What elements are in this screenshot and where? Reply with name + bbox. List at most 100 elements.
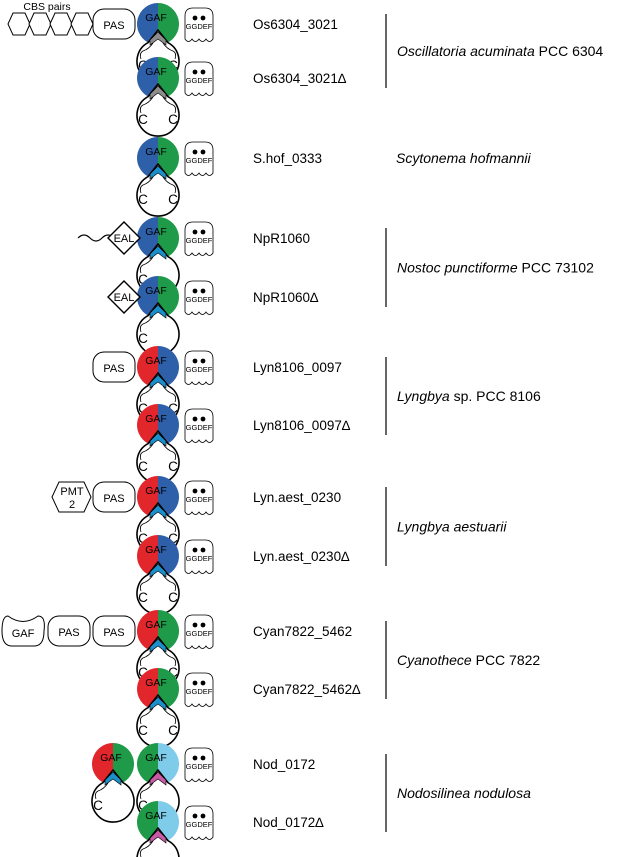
cys-link [162,707,177,725]
organism-name: Nodosilinea nodulosa [397,785,531,801]
ggdef-domain: GGDEF [184,141,214,176]
gaf-right-half [158,276,180,316]
gaf-label: GAF [145,752,167,764]
ggdef-label: GGDEF [186,236,213,245]
ggdef-eye [200,358,206,364]
ggdef-outline [184,350,214,385]
ggdef-eye [200,680,206,686]
organism-genus: Lyngbya [397,388,450,404]
cys-link [139,782,154,800]
cys-label: C [138,665,148,680]
ggdef-domain: GGDEF [184,408,214,443]
gaf-label: GAF [145,12,167,24]
chromophore-icon [104,771,122,786]
cys-link [162,96,177,114]
pas-domain-label: PAS [103,493,124,505]
protein-name: Lyn.aest_0230 [253,490,341,505]
pas-domain-outline [47,615,91,647]
gaf-left-half [136,276,158,316]
pas-domain: PAS [92,8,136,40]
organism-group: Lyngbya aestuarii [385,487,507,566]
gaf-left-half [136,346,158,386]
cys-link [139,315,154,333]
cys-link [162,443,177,461]
ggdef-eye [192,69,198,75]
gaf-right-half [158,346,180,386]
organism-strain: PCC 7822 [472,652,541,668]
ggdef-domain: GGDEF [184,7,214,42]
gaf-right-half [158,3,179,43]
cys-label: C [168,590,178,605]
cys-link [139,42,154,60]
protein-name: Lyn.aest_0230∆ [253,549,350,564]
gaf-right-half [158,57,179,97]
gaf-left-half [136,404,158,444]
gaf-label: GAF [100,752,122,764]
linker-tail [77,234,115,242]
protein-name: Cyan7822_5462 [253,624,352,639]
pas-domain-outline [92,351,136,383]
gaf-upstream-label: GAF [12,628,35,640]
gaf-left-half [137,476,158,516]
cys-label: C [138,401,148,416]
protein-name: NpR1060 [253,231,310,246]
ggdef-label: GGDEF [186,365,213,374]
gaf-left-half [136,137,158,177]
ggdef-eye [200,547,206,553]
ggdef-label: GGDEF [186,156,213,165]
pas-domain-label: PAS [103,363,124,375]
chromophore-icon [149,432,167,447]
ggdef-eye [192,488,198,494]
gaf-domain: GAF [136,476,180,556]
organism-name: Oscillatoria acuminata PCC 6304 [397,43,603,59]
ggdef-eye [192,416,198,422]
pmt2-label: 2 [69,499,75,511]
cys-link [162,649,177,667]
gaf-label: GAF [145,677,167,689]
ggdef-label: GGDEF [186,629,213,638]
gaf-left-half [137,743,158,783]
ggdef-label: GGDEF [186,554,213,563]
gaf-right-half [158,801,179,841]
ggdef-eye [200,149,206,155]
chromophore-icon [149,245,167,260]
organism-group: Scytonema hofmannii [396,150,532,166]
protein-name: NpR1060∆ [253,290,319,305]
chromophore-icon [149,165,167,180]
gaf-right-half [158,404,180,444]
ggdef-domain: GGDEF [184,480,214,515]
cys-link [139,385,154,403]
ggdef-outline [184,614,214,649]
eal-outline [107,280,141,314]
cys-link [139,256,154,274]
ggdef-outline [184,805,214,840]
protein-name: Os6304_3021 [253,17,338,32]
ggdef-eye [192,813,198,819]
ggdef-label: GGDEF [186,22,213,31]
ggdef-outline [184,539,214,574]
organism-group: Cyanothece PCC 7822 [385,621,541,699]
protein-name: Lyn8106_0097∆ [253,418,351,433]
ggdef-domain: GGDEF [184,350,214,385]
pas-domain: PAS [47,615,91,647]
gaf-label: GAF [145,285,167,297]
ggdef-domain: GGDEF [184,614,214,649]
cys-link [139,840,154,857]
eal-domain: EAL [107,280,141,314]
gaf-domain: GAF [136,57,180,137]
cys-link [139,176,154,194]
protein-name: Lyn8106_0097 [253,360,342,375]
ggdef-outline [184,221,214,256]
organism-genus: Nodosilinea nodulosa [397,785,531,801]
ggdef-outline [184,7,214,42]
organism-name: Scytonema hofmannii [396,150,532,166]
gaf-domain: GAF [136,217,180,297]
gaf-label: GAF [145,413,167,425]
cbs-pairs-label: CBS pairs [23,1,70,13]
ggdef-label: GGDEF [186,820,213,829]
ggdef-label: GGDEF [186,76,213,85]
